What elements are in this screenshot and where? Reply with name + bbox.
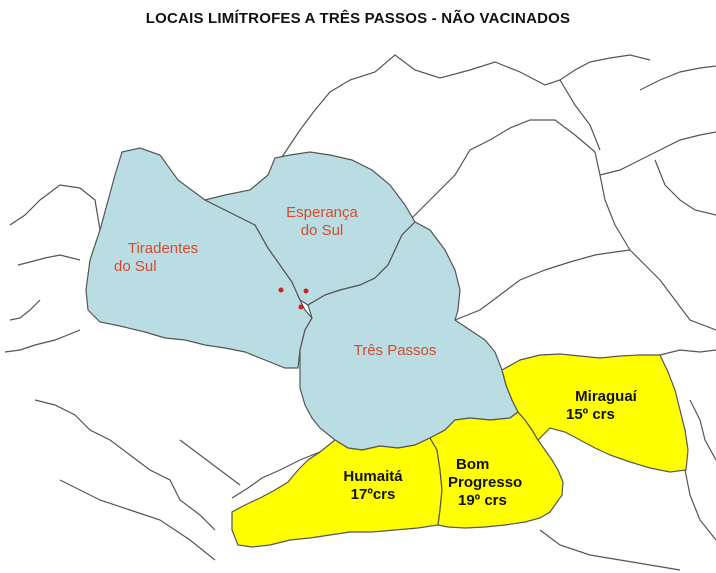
border-south-1 xyxy=(59,479,216,561)
city-marker-2 xyxy=(303,288,309,294)
tres-passos-label-line1: Três Passos xyxy=(353,342,437,359)
bom-progresso-region xyxy=(429,411,564,529)
miraguai-region xyxy=(501,353,689,473)
tiradentes-label: Tiradentes do Sul xyxy=(108,240,218,276)
border-west-3 xyxy=(34,399,216,531)
bom-progresso-label-line1: Bom xyxy=(456,456,490,473)
humaita-label-line2: 17ºcrs xyxy=(350,486,396,503)
tiradentes-label-line2: do Sul xyxy=(114,258,157,275)
tres-passos-label: Três Passos xyxy=(340,342,450,360)
border-north-right xyxy=(409,119,631,251)
humaita-region xyxy=(231,437,443,548)
esperanca-label: Esperança do Sul xyxy=(272,204,372,240)
border-east-2 xyxy=(659,349,716,356)
outer-boundary-north xyxy=(17,254,81,266)
city-marker-3 xyxy=(298,304,304,310)
esperanca-label-line2: do Sul xyxy=(300,222,344,239)
border-upper-left xyxy=(9,184,101,231)
neighbor-regions xyxy=(231,353,689,548)
miraguai-label-line2: 15º crs xyxy=(566,406,615,423)
humaita-label-line1: Humaitá xyxy=(343,468,403,485)
humaita-label: Humaitá 17ºcrs xyxy=(328,468,418,504)
border-west-1 xyxy=(4,329,81,353)
esperanca-label-line1: Esperança xyxy=(286,204,358,221)
border-east-3 xyxy=(689,399,716,461)
border-northeast xyxy=(559,79,601,151)
city-markers xyxy=(278,287,309,310)
unvaccinated-regions xyxy=(85,147,519,451)
bom-progresso-label-line3: 19º crs xyxy=(458,492,507,509)
border-right-2 xyxy=(639,65,716,91)
bom-progresso-label: Bom Progresso 19º crs xyxy=(448,456,558,510)
bom-progresso-label-line2: Progresso xyxy=(448,474,523,491)
tiradentes-label-line1: Tiradentes xyxy=(127,240,199,257)
border-south-2 xyxy=(539,529,681,571)
border-right-1 xyxy=(599,131,716,176)
border-south-3 xyxy=(684,469,716,541)
city-marker-1 xyxy=(278,287,284,293)
border-southwest-2 xyxy=(179,439,241,486)
border-east-1 xyxy=(454,249,631,321)
border-right-4 xyxy=(629,249,716,331)
map-title: LOCAIS LIMÍTROFES A TRÊS PASSOS - NÃO VA… xyxy=(145,10,571,27)
border-west-2 xyxy=(9,299,41,321)
miraguai-label: Miraguaí 15º crs xyxy=(556,388,656,424)
border-north-central xyxy=(279,54,651,161)
border-right-3 xyxy=(654,159,716,216)
miraguai-label-line1: Miraguaí xyxy=(575,388,637,405)
